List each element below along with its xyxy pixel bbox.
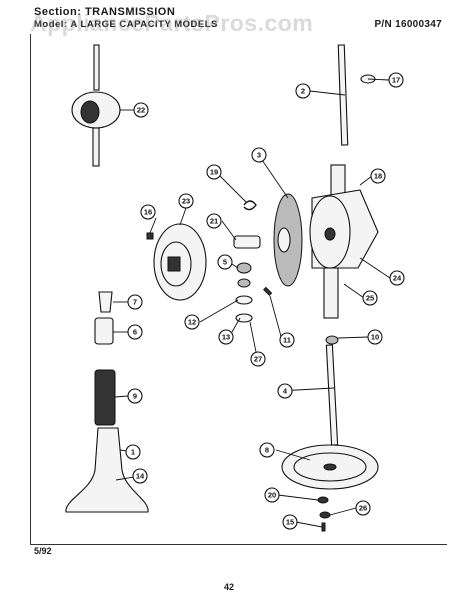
left-column-parts xyxy=(65,291,149,513)
part-4-shaft xyxy=(325,335,339,446)
callout-26: 26 xyxy=(355,500,371,516)
svg-text:17: 17 xyxy=(392,76,400,85)
callout-21: 21 xyxy=(206,213,222,229)
callout-9: 9 xyxy=(127,388,143,404)
svg-text:23: 23 xyxy=(182,197,190,206)
svg-text:20: 20 xyxy=(268,491,276,500)
section-title: Section: TRANSMISSION xyxy=(34,6,176,18)
svg-text:5: 5 xyxy=(223,258,227,267)
svg-text:10: 10 xyxy=(371,333,379,342)
callout-11: 11 xyxy=(279,332,295,348)
callout-2: 2 xyxy=(295,83,311,99)
callout-6: 6 xyxy=(127,324,143,340)
model-line: Model: A LARGE CAPACITY MODELS xyxy=(34,19,218,30)
callout-27: 27 xyxy=(250,351,266,367)
callout-10: 10 xyxy=(367,329,383,345)
part-19-clip xyxy=(243,200,257,211)
callout-19: 19 xyxy=(206,164,222,180)
callout-7: 7 xyxy=(127,294,143,310)
callout-4: 4 xyxy=(277,383,293,399)
diagram-frame xyxy=(30,34,447,545)
part-8-pulley xyxy=(281,444,379,490)
svg-text:12: 12 xyxy=(188,318,196,327)
callout-3: 3 xyxy=(251,147,267,163)
callout-16: 16 xyxy=(140,204,156,220)
part-22-shaft-assembly xyxy=(71,44,121,167)
callout-13: 13 xyxy=(218,329,234,345)
callout-8: 8 xyxy=(259,442,275,458)
revision-date: 5/92 xyxy=(34,546,52,556)
callout-20: 20 xyxy=(264,487,280,503)
page-number: 42 xyxy=(223,582,234,592)
part-23-cover xyxy=(153,223,207,301)
callout-22: 22 xyxy=(133,102,149,118)
callout-1: 1 xyxy=(125,444,141,460)
page-header: Section: TRANSMISSION Model: A LARGE CAP… xyxy=(34,6,446,36)
svg-text:3: 3 xyxy=(257,151,261,160)
callout-15: 15 xyxy=(282,514,298,530)
svg-text:11: 11 xyxy=(283,336,291,345)
svg-text:21: 21 xyxy=(210,217,218,226)
callout-25: 25 xyxy=(362,290,378,306)
svg-text:15: 15 xyxy=(286,518,294,527)
svg-text:16: 16 xyxy=(144,208,152,217)
svg-text:24: 24 xyxy=(393,274,402,283)
callout-23: 23 xyxy=(178,193,194,209)
part-18-gearcase xyxy=(309,164,379,319)
svg-text:7: 7 xyxy=(133,298,137,307)
callout-5: 5 xyxy=(217,254,233,270)
svg-text:4: 4 xyxy=(283,387,288,396)
svg-text:13: 13 xyxy=(222,333,230,342)
svg-text:6: 6 xyxy=(133,328,137,337)
center-small-parts xyxy=(233,235,273,323)
svg-text:27: 27 xyxy=(254,355,262,364)
svg-text:25: 25 xyxy=(366,294,374,303)
svg-text:26: 26 xyxy=(359,504,367,513)
svg-text:1: 1 xyxy=(131,448,135,457)
part-3-gear xyxy=(273,193,303,287)
callout-lead-lines xyxy=(113,78,391,528)
part-number: P/N 16000347 xyxy=(374,19,442,30)
callout-17: 17 xyxy=(388,72,404,88)
svg-text:2: 2 xyxy=(301,87,305,96)
svg-text:22: 22 xyxy=(137,106,145,115)
callout-12: 12 xyxy=(184,314,200,330)
svg-text:9: 9 xyxy=(133,392,137,401)
callout-14: 14 xyxy=(132,468,148,484)
svg-text:8: 8 xyxy=(265,446,269,455)
svg-text:14: 14 xyxy=(136,472,145,481)
svg-text:18: 18 xyxy=(374,172,382,181)
svg-text:19: 19 xyxy=(210,168,218,177)
callout-18: 18 xyxy=(370,168,386,184)
callout-24: 24 xyxy=(389,270,405,286)
